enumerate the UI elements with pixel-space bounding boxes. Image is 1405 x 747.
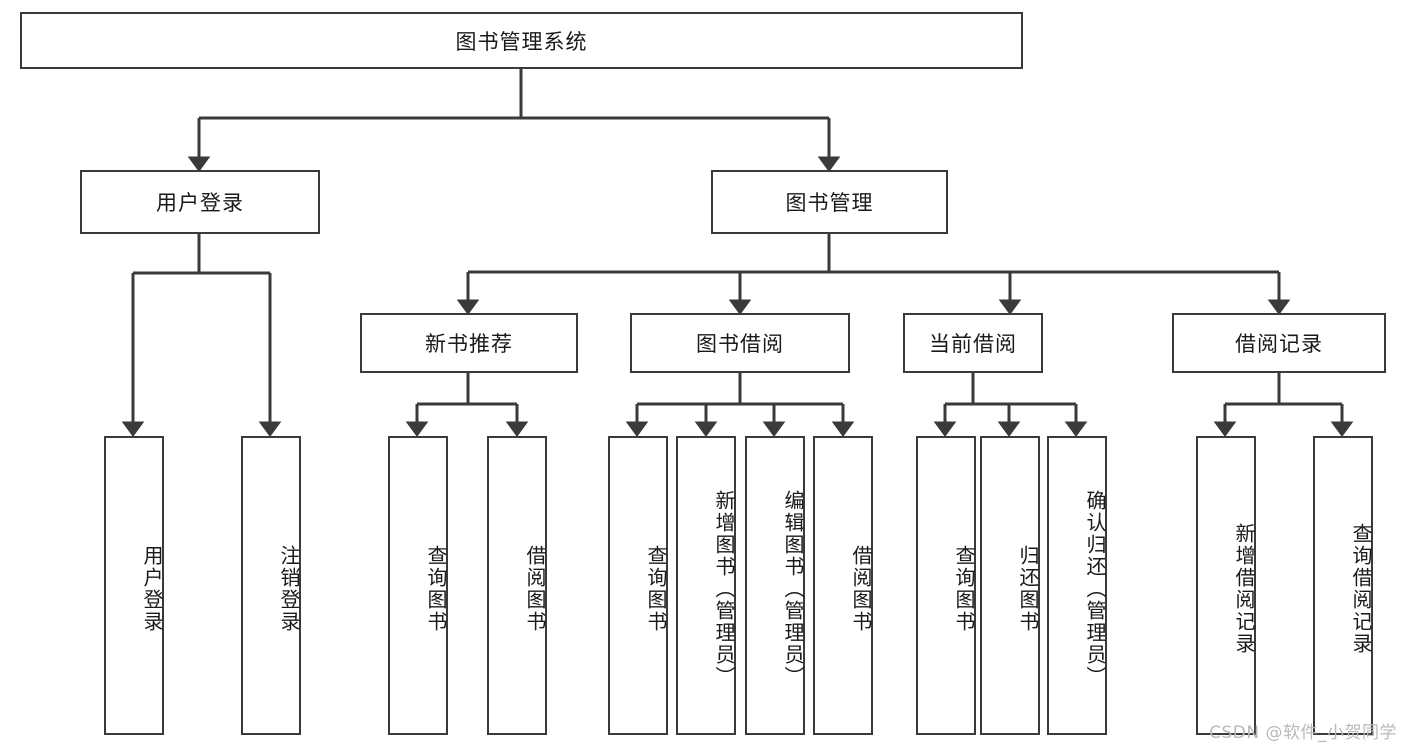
- leaf-current-borrow-confirm-return[interactable]: 确认归还（管理员）: [1047, 436, 1107, 735]
- leaf-borrow-record-add[interactable]: 新增借阅记录: [1196, 436, 1256, 735]
- leaf-new-book-query[interactable]: 查询图书: [388, 436, 448, 735]
- leaf-new-book-borrow[interactable]: 借阅图书: [487, 436, 547, 735]
- node-borrow-record[interactable]: 借阅记录: [1172, 313, 1386, 373]
- csdn-watermark: CSDN @软件_小贺同学: [1209, 723, 1397, 743]
- leaf-user-login-signin[interactable]: 用户登录: [104, 436, 164, 735]
- node-book-management[interactable]: 图书管理: [711, 170, 948, 234]
- leaf-current-borrow-return[interactable]: 归还图书: [980, 436, 1040, 735]
- leaf-book-borrow-lend[interactable]: 借阅图书: [813, 436, 873, 735]
- leaf-current-borrow-query[interactable]: 查询图书: [916, 436, 976, 735]
- leaf-book-borrow-query[interactable]: 查询图书: [608, 436, 668, 735]
- leaf-user-login-signout[interactable]: 注销登录: [241, 436, 301, 735]
- node-current-borrow[interactable]: 当前借阅: [903, 313, 1043, 373]
- node-root-system[interactable]: 图书管理系统: [20, 12, 1023, 69]
- node-new-book-recommend[interactable]: 新书推荐: [360, 313, 578, 373]
- leaf-borrow-record-query[interactable]: 查询借阅记录: [1313, 436, 1373, 735]
- leaf-book-borrow-add[interactable]: 新增图书（管理员）: [676, 436, 736, 735]
- leaf-book-borrow-edit[interactable]: 编辑图书（管理员）: [745, 436, 805, 735]
- node-user-login[interactable]: 用户登录: [80, 170, 320, 234]
- node-book-borrow[interactable]: 图书借阅: [630, 313, 850, 373]
